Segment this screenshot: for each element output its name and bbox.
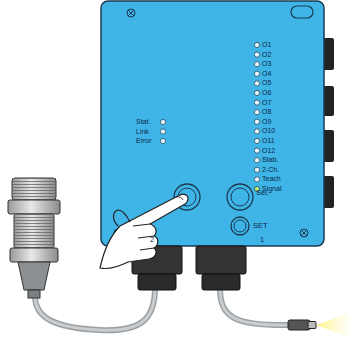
led-label: O9 xyxy=(262,118,271,126)
led-label: Stab. xyxy=(262,156,278,164)
led xyxy=(254,110,259,115)
led xyxy=(254,90,259,95)
led-label: O4 xyxy=(262,70,271,78)
part-label: SET xyxy=(253,222,268,230)
led-label: O7 xyxy=(262,99,271,107)
led xyxy=(254,119,259,124)
led xyxy=(160,119,165,124)
cable-highlight xyxy=(35,288,155,330)
led xyxy=(160,129,165,134)
led xyxy=(254,129,259,134)
fibre-probe xyxy=(288,320,310,330)
button xyxy=(231,217,249,235)
housing xyxy=(101,1,334,246)
cable-highlight xyxy=(220,288,290,325)
led-label: O11 xyxy=(262,137,275,145)
led xyxy=(254,158,259,163)
led-label: O2 xyxy=(262,51,271,59)
led-label: O8 xyxy=(262,108,271,116)
led-group xyxy=(160,42,259,191)
led xyxy=(254,71,259,76)
part-label: Sel. xyxy=(256,189,269,197)
hand xyxy=(100,194,188,268)
cable xyxy=(35,288,155,330)
button xyxy=(227,184,253,210)
led xyxy=(160,138,165,143)
led-label: O5 xyxy=(262,79,271,87)
led-label: 2-Ch. xyxy=(262,166,279,174)
led-label: O3 xyxy=(262,60,271,68)
probe-tip xyxy=(308,322,316,329)
led-label: Stat. xyxy=(136,118,150,126)
cable xyxy=(220,288,290,325)
led-label: O10 xyxy=(262,127,275,135)
led xyxy=(254,62,259,67)
led xyxy=(254,177,259,182)
led-label: Link xyxy=(136,128,149,136)
led xyxy=(254,81,259,86)
led-label: O1 xyxy=(262,41,271,49)
led-label: Teach xyxy=(262,175,281,183)
led xyxy=(254,52,259,57)
light-beam xyxy=(316,312,352,338)
led xyxy=(254,167,259,172)
led-label: O6 xyxy=(262,89,271,97)
part-label: 2 xyxy=(150,236,154,244)
led xyxy=(254,42,259,47)
part-label: 1 xyxy=(260,236,264,244)
led xyxy=(254,148,259,153)
led-label: Error xyxy=(136,137,152,145)
led xyxy=(254,100,259,105)
led xyxy=(254,138,259,143)
led-label: O12 xyxy=(262,147,275,155)
cable-gland xyxy=(8,178,60,298)
